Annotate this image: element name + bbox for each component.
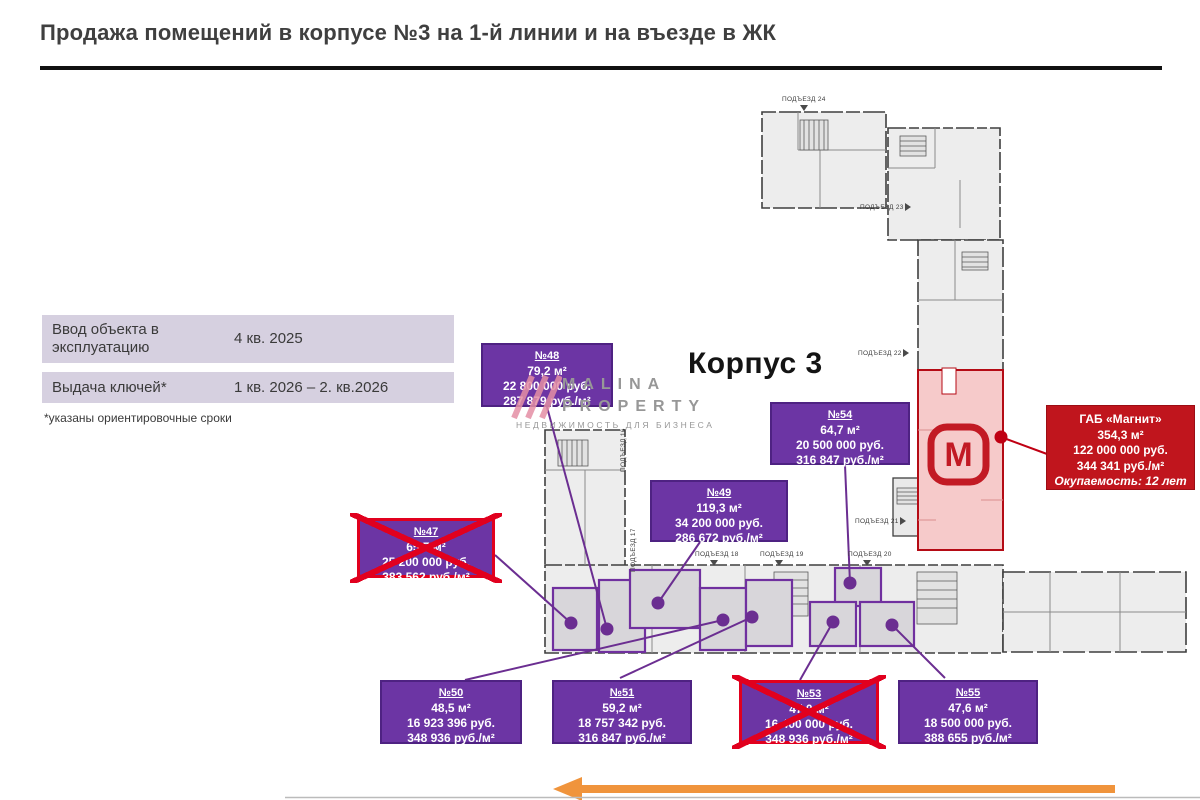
entrance-label-18: ПОДЪЕЗД 18: [695, 551, 739, 558]
table-footnote: *указаны ориентировочные сроки: [44, 411, 232, 425]
entrance-label-16: ПОДЪЕЗД 16: [620, 428, 627, 472]
unit-price-per-m2: 316 847 руб./м²: [796, 453, 884, 467]
unit-connector-dots: [564, 576, 899, 636]
unit-box-54: №54 64,7 м² 20 500 000 руб. 316 847 руб.…: [770, 402, 910, 467]
unit-price-per-m2: 348 936 руб./м²: [407, 731, 495, 745]
unit-box-51: №51 59,2 м² 18 757 342 руб. 316 847 руб.…: [552, 680, 692, 745]
unit-box-55: №55 47,6 м² 18 500 000 руб. 388 655 руб.…: [898, 680, 1038, 745]
unit-area: 64,7 м²: [820, 423, 860, 437]
magnit-info-box: ГАБ «Магнит» 354,3 м² 122 000 000 руб. 3…: [1046, 405, 1195, 490]
unit-number: №47: [413, 526, 439, 538]
unit-price-per-m2: 316 847 руб./м²: [578, 731, 666, 745]
building-label: Корпус 3: [688, 347, 823, 380]
entrance-label-22: ПОДЪЕЗД 22: [858, 350, 902, 357]
unit-area: 47,6 м²: [948, 701, 988, 715]
unit-box-49: №49 119,3 м² 34 200 000 руб. 286 672 руб…: [650, 480, 788, 545]
unit-number: №53: [796, 688, 822, 700]
unit-number: №50: [438, 687, 464, 699]
unit-number: №54: [827, 409, 853, 421]
title-divider: [40, 66, 1162, 70]
magnit-price: 122 000 000 руб.: [1073, 443, 1168, 457]
unit-price-per-m2: 287 879 руб./м²: [503, 394, 591, 408]
unit-area: 119,3 м²: [696, 501, 742, 515]
direction-arrow-icon: [553, 777, 1115, 800]
entrance-label-23: ПОДЪЕЗД 23: [860, 204, 904, 211]
page-title: Продажа помещений в корпусе №3 на 1-й ли…: [40, 20, 777, 45]
magnit-logo-letter: М: [944, 436, 972, 474]
unit-price: 25 200 000 руб.: [382, 555, 470, 569]
unit-area: 59,2 м²: [602, 701, 642, 715]
unit-box-50: №50 48,5 м² 16 923 396 руб. 348 936 руб.…: [380, 680, 522, 745]
unit-connectors: [464, 406, 946, 681]
magnit-connector: [994, 430, 1048, 455]
unit-price: 16 923 396 руб.: [407, 716, 495, 730]
table-row-value: 4 кв. 2025: [222, 315, 454, 363]
entrance-label-21: ПОДЪЕЗД 21: [855, 518, 899, 525]
unit-price-per-m2: 383 562 руб./м²: [382, 570, 470, 584]
magnit-price-per-m2: 344 341 руб./м²: [1076, 458, 1165, 473]
magnit-logo-icon: М: [927, 423, 990, 486]
unit-price-per-m2: 286 672 руб./м²: [675, 531, 763, 545]
unit-box-47: №47 65,7 м² 25 200 000 руб. 383 562 руб.…: [350, 513, 502, 584]
table-row-label: Ввод объекта в эксплуатацию: [42, 315, 228, 363]
entrance-label-19: ПОДЪЕЗД 19: [760, 551, 804, 558]
magnit-name: ГАБ «Магнит»: [1079, 412, 1162, 426]
unit-price: 18 500 000 руб.: [924, 716, 1012, 730]
unit-price: 18 757 342 руб.: [578, 716, 666, 730]
unit-box-48: №48 79,2 м² 22 800 000 руб. 287 879 руб.…: [481, 343, 613, 408]
magnit-payback: Окупаемость: 12 лет: [1054, 474, 1187, 488]
entrance-label-24: ПОДЪЕЗД 24: [782, 96, 826, 103]
unit-number: №48: [534, 350, 560, 362]
entrance-label-17: ПОДЪЕЗД 17: [630, 528, 637, 572]
unit-box-53: №53 47,0 м² 16 400 000 руб. 348 936 руб.…: [732, 675, 886, 749]
unit-price: 22 800 000 руб.: [503, 379, 591, 393]
magnit-area-value: 354,3 м²: [1097, 427, 1144, 442]
entrance-label-20: ПОДЪЕЗД 20: [848, 551, 892, 558]
unit-area: 65,7 м²: [406, 540, 446, 554]
unit-area: 48,5 м²: [431, 701, 471, 715]
unit-area: 79,2 м²: [527, 364, 567, 378]
unit-number: №55: [955, 687, 981, 699]
unit-price-per-m2: 348 936 руб./м²: [765, 732, 853, 746]
unit-price: 34 200 000 руб.: [675, 516, 763, 530]
unit-price-per-m2: 388 655 руб./м²: [924, 731, 1012, 745]
table-row-value: 1 кв. 2026 – 2. кв.2026: [222, 372, 454, 403]
unit-number: №51: [609, 687, 635, 699]
unit-price: 16 400 000 руб.: [765, 717, 853, 731]
unit-price: 20 500 000 руб.: [796, 438, 884, 452]
unit-area: 47,0 м²: [789, 702, 829, 716]
unit-number: №49: [706, 487, 732, 499]
table-row-label: Выдача ключей*: [42, 372, 228, 403]
